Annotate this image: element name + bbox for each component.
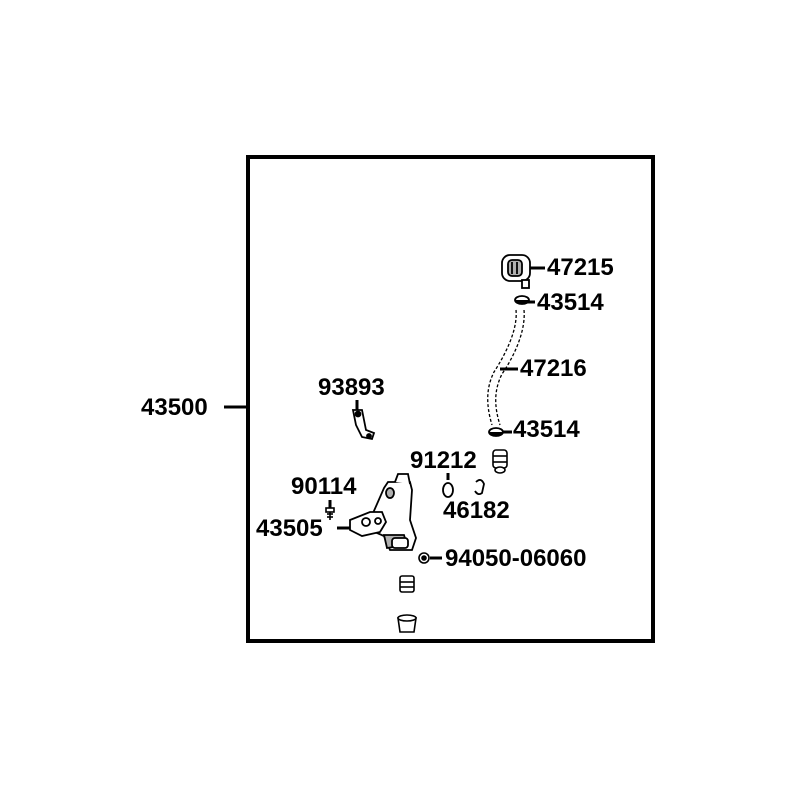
part-label-93893: 93893 [318, 374, 385, 401]
nut-94050-06060-drawing [418, 552, 430, 564]
part-label-47216: 47216 [520, 355, 587, 382]
part-label-43514-upper: 43514 [537, 289, 604, 316]
part-label-90114: 90114 [291, 473, 357, 500]
clamp-43514-upper-drawing [514, 295, 530, 305]
part-label-47215: 47215 [547, 254, 614, 281]
part-label-91212: 91212 [410, 447, 477, 474]
screw-90114-drawing [325, 507, 335, 520]
hose-end-fitting-drawing [492, 449, 508, 474]
clamp-43514-lower-drawing [488, 427, 504, 437]
part-label-43514-lower: 43514 [513, 416, 580, 443]
bracket-93893-drawing [351, 409, 376, 441]
washer-91212-drawing [442, 482, 454, 498]
fitting-47215-drawing [501, 254, 531, 289]
part-label-43500: 43500 [141, 394, 208, 421]
clip-46182-drawing [474, 479, 485, 496]
hose-47216-drawing [487, 309, 525, 426]
housing-43505-drawing [349, 473, 417, 551]
part-label-43505: 43505 [256, 515, 323, 542]
part-label-46182: 46182 [443, 497, 510, 524]
drive-coupling-drawing [397, 575, 417, 633]
part-label-94050-06060: 94050-06060 [445, 545, 587, 572]
assembly-frame [246, 155, 655, 643]
